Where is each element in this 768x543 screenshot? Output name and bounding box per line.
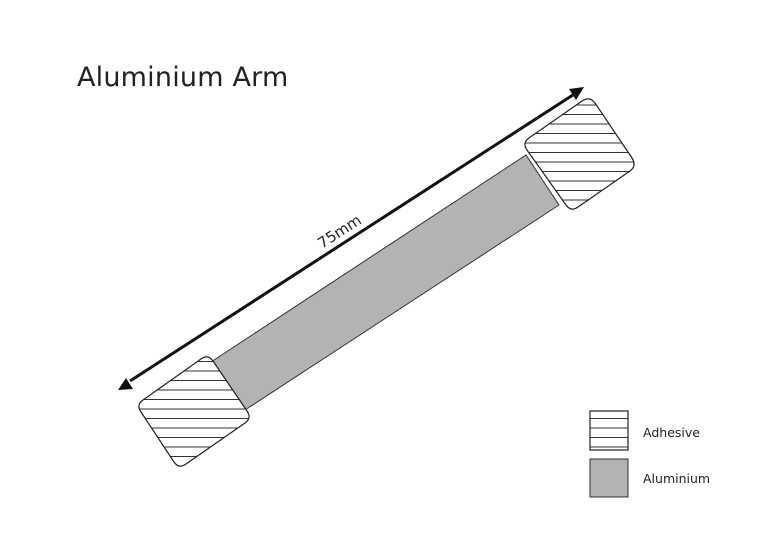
legend-swatch-adhesive [589,410,629,451]
aluminium-bar [210,154,560,411]
dimension-arrow [118,87,584,390]
legend-swatch-aluminium [589,458,629,498]
legend-label-aluminium: Aluminium [643,471,711,486]
arrowhead-right-icon [569,87,584,100]
adhesive-block-left [138,356,250,467]
arrowhead-left-icon [118,378,133,390]
diagram-title: Aluminium Arm [77,62,289,93]
adhesive-block-right [524,98,635,210]
legend [589,410,629,498]
legend-label-adhesive: Adhesive [643,425,700,440]
